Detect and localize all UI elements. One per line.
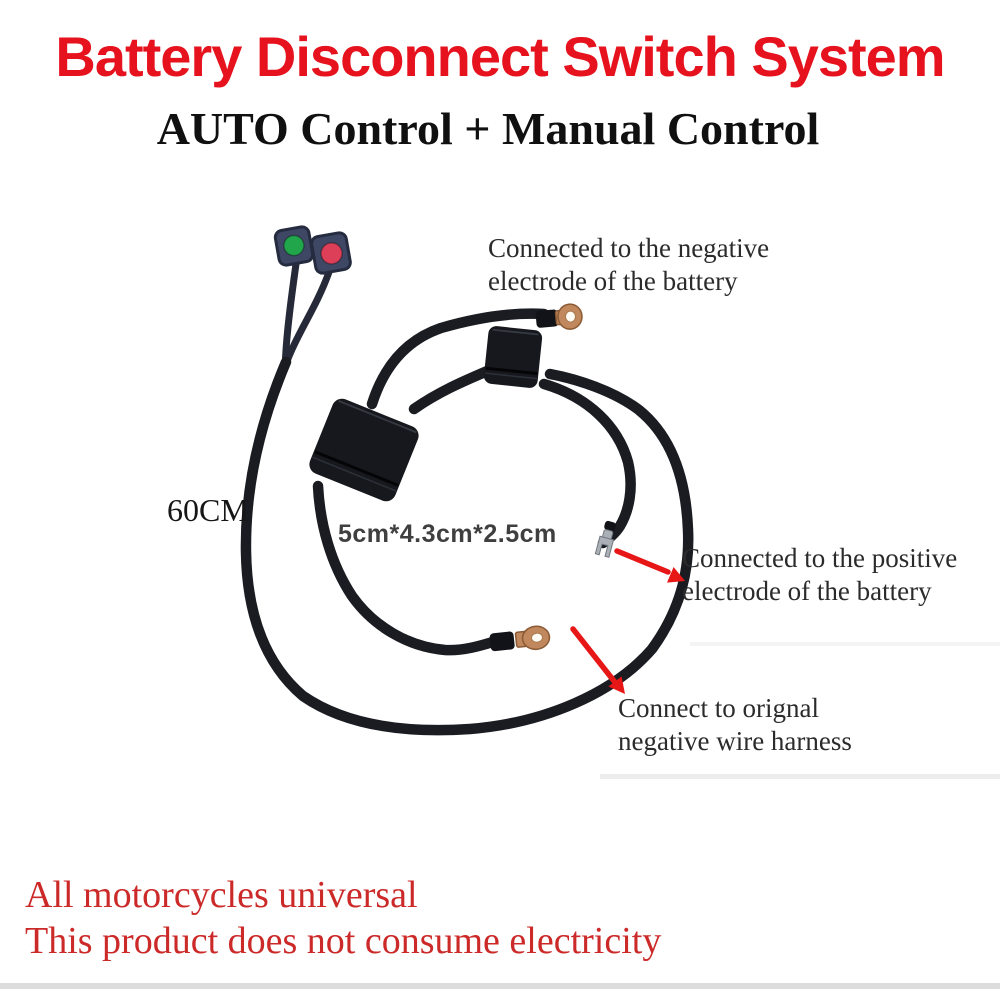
- manual-switch-green: [273, 225, 315, 267]
- annotation-positive-battery-line1: Connected to the positive: [682, 543, 958, 573]
- fork-terminal-battery-positive: [594, 520, 616, 558]
- annotation-harness-line2: negative wire harness: [618, 726, 852, 756]
- annotation-negative-battery-line1: Connected to the negative: [488, 233, 770, 263]
- photo-artifact-line: [690, 642, 1000, 646]
- photo-bottom-edge: [0, 983, 1000, 989]
- switch-stems: [282, 260, 333, 364]
- ring-terminal-battery-negative: [535, 303, 583, 330]
- relay-to-battery-negative-cable: [366, 308, 550, 410]
- page-title: Battery Disconnect Switch System: [55, 25, 945, 88]
- annotation-negative-battery: Connected to the negative electrode of t…: [488, 232, 769, 298]
- relay-box-size-label: 5cm*4.3cm*2.5cm: [338, 520, 557, 548]
- footer-claim-line1: All motorcycles universal: [25, 874, 418, 916]
- annotation-harness-line1: Connect to orignal: [618, 693, 819, 723]
- positive-fork-cable: [538, 378, 636, 549]
- cable-length-label: 60CM: [167, 492, 249, 528]
- footer-claim-line2: This product does not consume electricit…: [25, 920, 662, 962]
- ring-terminal-harness-negative: [489, 625, 551, 652]
- arrow-to-positive-icon: [614, 548, 685, 583]
- photo-artifact-line: [600, 774, 1000, 779]
- green-button-icon: [283, 234, 305, 257]
- arrow-to-harness-icon: [570, 626, 625, 694]
- manual-switch-red: [310, 231, 352, 275]
- page-subtitle: AUTO Control + Manual Control: [156, 103, 820, 154]
- relay-control-box: [309, 398, 419, 502]
- inline-fuse-box: [483, 326, 543, 388]
- relay-to-harness-cable: [312, 480, 502, 656]
- annotation-positive-battery-line2: electrode of the battery: [682, 576, 932, 606]
- annotation-positive-battery: Connected to the positive electrode of t…: [682, 542, 957, 608]
- red-button-icon: [320, 242, 343, 265]
- footer-claims: All motorcycles universal This product d…: [25, 872, 661, 964]
- fusebox-to-relay-cable: [408, 363, 498, 415]
- annotation-negative-battery-line2: electrode of the battery: [488, 266, 738, 296]
- switch-cable-60cm: [240, 356, 694, 736]
- annotation-harness: Connect to orignal negative wire harness: [618, 692, 852, 758]
